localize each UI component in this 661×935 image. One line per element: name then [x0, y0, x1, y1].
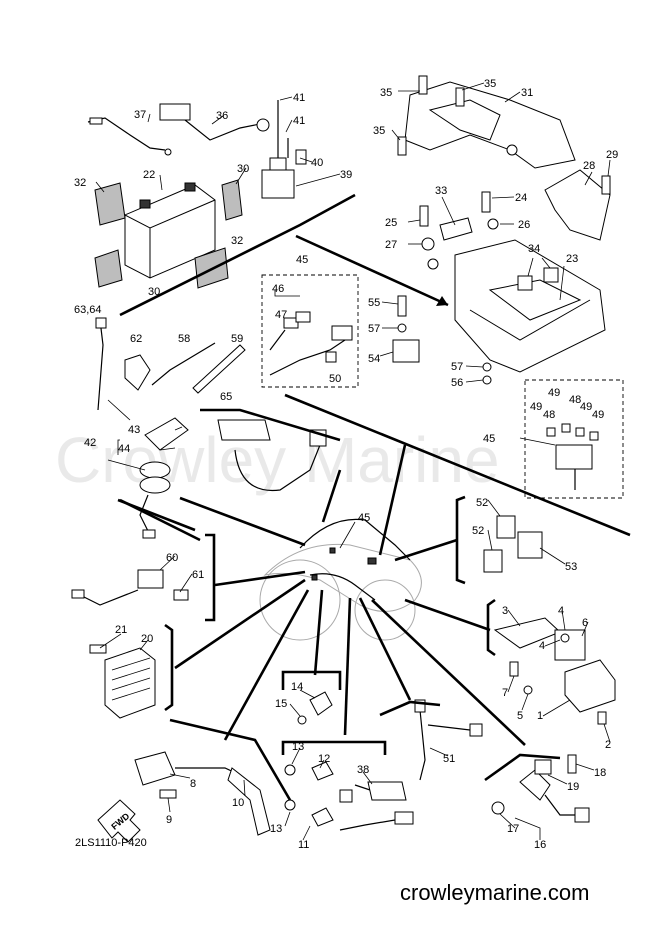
callout-label: 57 — [368, 323, 380, 335]
callout-label: 39 — [340, 169, 352, 181]
callout-label: 63,64 — [74, 304, 102, 316]
callout-label: 45 — [483, 433, 495, 445]
callout-label: 45 — [358, 512, 370, 524]
footer-site-url: crowleymarine.com — [400, 880, 590, 905]
callout-label: 32 — [231, 235, 243, 247]
callout-label: 7 — [502, 687, 508, 699]
callout-label: 60 — [166, 552, 178, 564]
callout-label: 50 — [329, 373, 341, 385]
bottom-parts — [281, 670, 414, 831]
callout-label: 49 — [580, 401, 592, 413]
callout-label: 28 — [583, 160, 595, 172]
callout-label: 20 — [141, 633, 153, 645]
callout-label: 35 — [373, 125, 385, 137]
callout-label: 35 — [380, 87, 392, 99]
callout-label: 34 — [528, 243, 540, 255]
callout-label: 42 — [84, 437, 96, 449]
callout-label: 30 — [237, 163, 249, 175]
sub-harness-top — [269, 311, 353, 376]
callout-label: 17 — [507, 823, 519, 835]
callout-label: 1 — [537, 710, 543, 722]
battery-box-group — [295, 75, 611, 385]
callout-label: 54 — [368, 353, 380, 365]
callout-label: 51 — [443, 753, 455, 765]
callout-label: 22 — [143, 169, 155, 181]
callout-label: 37 — [134, 109, 146, 121]
battery-group — [87, 100, 356, 317]
callout-label: 33 — [435, 185, 447, 197]
callout-label: 53 — [565, 561, 577, 573]
callout-label: 2 — [605, 739, 611, 751]
callout-label: 43 — [128, 424, 140, 436]
callout-label: 65 — [220, 391, 232, 403]
callout-label: 32 — [74, 177, 86, 189]
callout-label: 58 — [178, 333, 190, 345]
callout-label: 10 — [232, 797, 244, 809]
diagram-code: 2LS1110-P420 — [75, 837, 147, 849]
callout-label: 55 — [368, 297, 380, 309]
callout-label: 49 — [548, 387, 560, 399]
main-harness — [259, 518, 422, 641]
callout-label: 13 — [270, 823, 282, 835]
callout-label: 41 — [293, 92, 305, 104]
callout-label: 62 — [130, 333, 142, 345]
callout-label: 14 — [291, 681, 303, 693]
callout-label: 12 — [318, 753, 330, 765]
callout-label: 47 — [275, 309, 287, 321]
callout-label: 4 — [539, 640, 545, 652]
callout-label: 18 — [594, 767, 606, 779]
callout-label: 49 — [592, 409, 604, 421]
callout-label: 31 — [521, 87, 533, 99]
callout-label: 57 — [451, 361, 463, 373]
sub-harness-box-top — [261, 274, 359, 388]
callout-label: 8 — [190, 778, 196, 790]
callout-label: 52 — [472, 525, 484, 537]
callout-label: 40 — [311, 157, 323, 169]
callout-label: 52 — [476, 497, 488, 509]
callout-label: 30 — [148, 286, 160, 298]
callout-label: 46 — [272, 283, 284, 295]
callout-label: 36 — [216, 110, 228, 122]
callout-label: 56 — [451, 377, 463, 389]
callout-label: 19 — [567, 781, 579, 793]
callout-label: 15 — [275, 698, 287, 710]
callout-label: 27 — [385, 239, 397, 251]
fwd-arrow-icon — [97, 799, 141, 843]
callout-label: 23 — [566, 253, 578, 265]
callout-label: 5 — [517, 710, 523, 722]
label-brackets — [117, 290, 300, 455]
left-parts — [71, 317, 341, 843]
callout-label: 48 — [543, 409, 555, 421]
callout-label: 6 — [582, 617, 588, 629]
callout-label: 48 — [569, 394, 581, 406]
callout-label: 13 — [292, 741, 304, 753]
group-leaders — [119, 393, 631, 746]
callout-label: 3 — [502, 605, 508, 617]
callout-label: 41 — [293, 115, 305, 127]
callout-label: 4 — [558, 605, 564, 617]
callout-label: 49 — [530, 401, 542, 413]
label-leaders — [95, 82, 611, 841]
callout-label: 35 — [484, 78, 496, 90]
watermark-text: Crowley Marine — [55, 424, 500, 496]
callout-label: 9 — [166, 814, 172, 826]
callout-label: 21 — [115, 624, 127, 636]
right-parts — [379, 495, 616, 823]
callout-label: 38 — [357, 764, 369, 776]
callout-label: 59 — [231, 333, 243, 345]
callout-label: 29 — [606, 149, 618, 161]
callout-label: 16 — [534, 839, 546, 851]
callout-label: 26 — [518, 219, 530, 231]
callout-label: 44 — [118, 443, 130, 455]
callout-label: 24 — [515, 192, 527, 204]
callout-label: 11 — [298, 839, 309, 851]
callout-label: 45 — [296, 254, 308, 266]
callout-label: 61 — [192, 569, 204, 581]
callout-label: 25 — [385, 217, 397, 229]
callout-labels: 1 2 3 4 4 5 6 7 8 9 10 11 12 13 13 14 15… — [74, 78, 618, 851]
fuse-block — [546, 423, 599, 490]
